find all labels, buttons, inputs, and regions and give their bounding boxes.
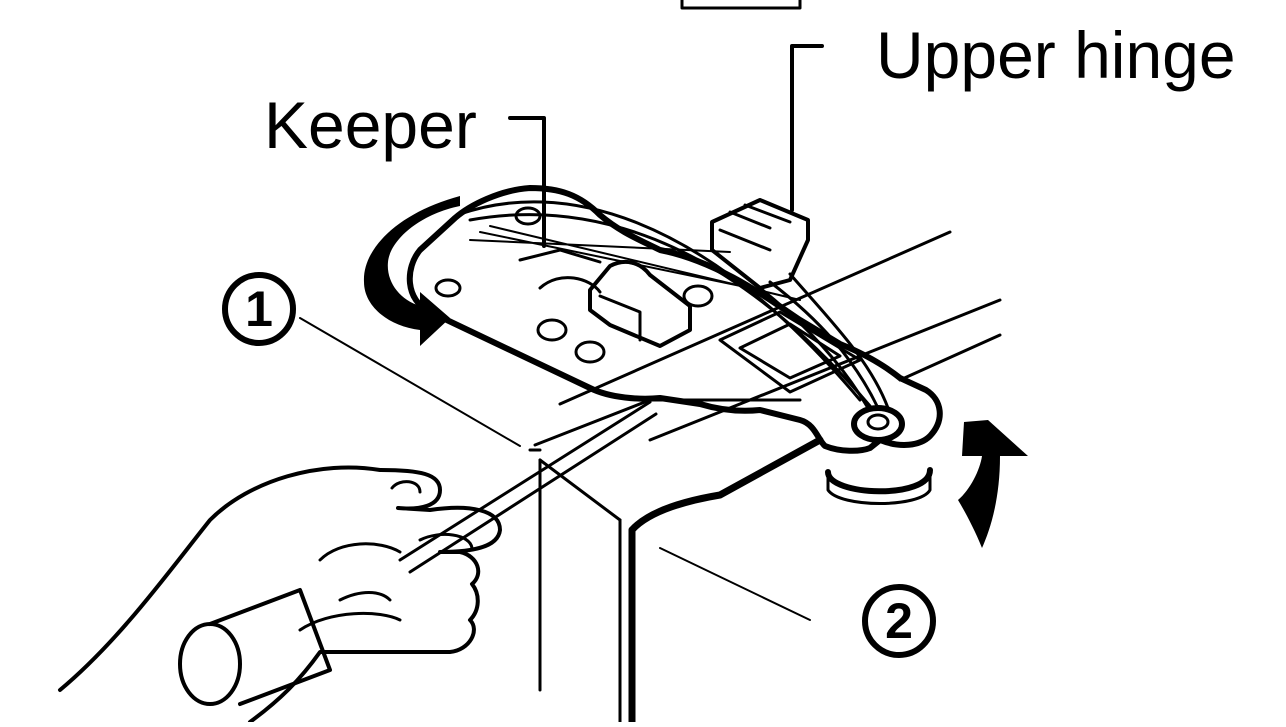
step-2-marker: 2	[862, 584, 936, 658]
keeper-bracket	[518, 248, 692, 348]
cabinet-top	[528, 230, 1002, 452]
hinge-pin	[825, 405, 933, 505]
rotate-arrow-right-icon	[958, 420, 1028, 548]
hinge-plate	[406, 185, 943, 454]
keeper-label: Keeper	[264, 88, 477, 162]
leader-lines	[299, 44, 824, 447]
wire-connector	[458, 198, 890, 410]
hand	[58, 465, 502, 724]
upper-hinge-label: Upper hinge	[876, 18, 1236, 92]
rotate-arrow-left-icon	[363, 196, 460, 346]
top-edge-box	[680, 0, 802, 10]
step-1-marker: 1	[222, 272, 296, 346]
